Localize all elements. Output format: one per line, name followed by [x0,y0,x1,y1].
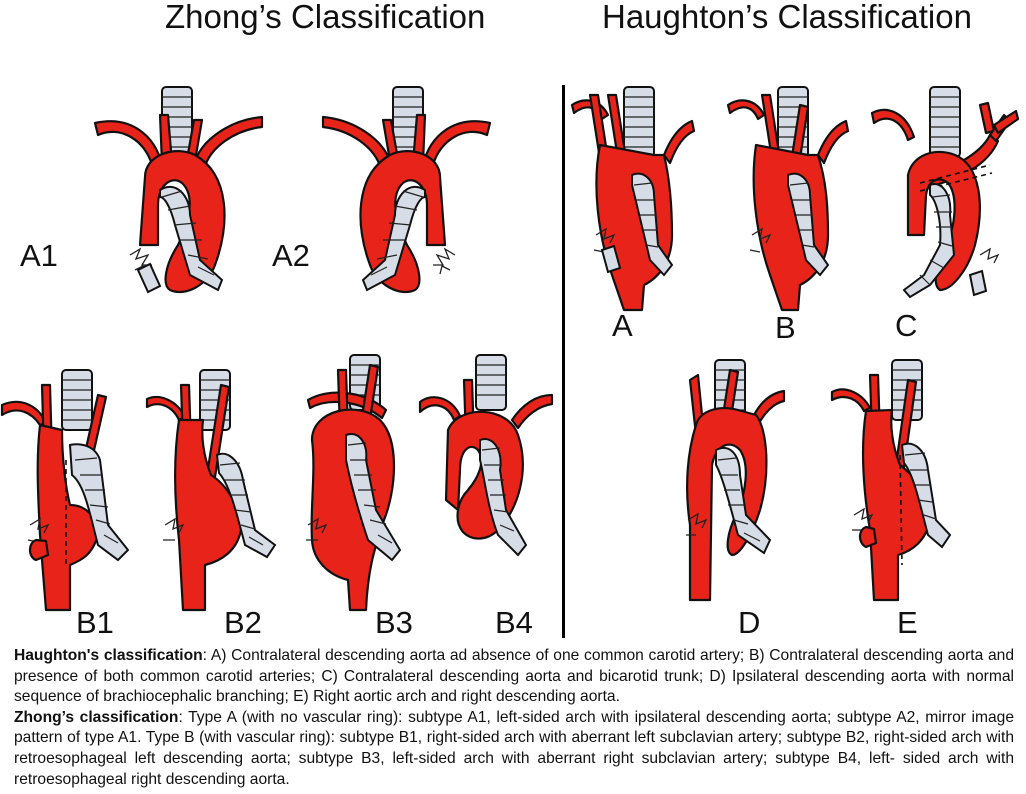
diagram-a1 [93,86,264,294]
diagram-b1 [0,369,130,612]
diagram-haughton-d [686,359,786,602]
zhong-title: Zhong’s Classification [165,0,486,35]
zhong-caption-text: : Type A (with no vascular ring): subtyp… [14,708,1015,788]
section-divider [562,85,565,638]
label-haughton-c: C [895,308,918,343]
diagram-haughton-a [570,86,696,312]
diagram-haughton-e [830,359,952,602]
diagram-a2 [321,86,492,293]
diagram-b3 [306,354,402,612]
zhong-caption-heading: Zhong’s classification [14,708,179,726]
label-haughton-e: E [897,605,918,640]
diagram-b4 [418,354,554,557]
diagram-haughton-c [870,86,1020,299]
label-a1: A1 [20,238,58,273]
figure-caption: Haughton's classification: A) Contralate… [14,646,1014,790]
label-b3: B3 [375,605,413,640]
label-a2: A2 [272,238,310,273]
label-haughton-b: B [775,310,796,345]
haughton-title: Haughton’s Classification [602,0,972,35]
haughton-caption-heading: Haughton's classification [14,647,203,664]
label-b2: B2 [224,605,262,640]
label-b4: B4 [495,605,533,640]
label-haughton-d: D [738,605,761,640]
diagram-b2 [145,369,277,612]
label-haughton-a: A [612,308,633,343]
diagram-haughton-b [726,86,850,312]
label-b1: B1 [76,605,114,640]
haughton-caption-text: : A) Contralateral descending aorta ad a… [14,647,1014,706]
